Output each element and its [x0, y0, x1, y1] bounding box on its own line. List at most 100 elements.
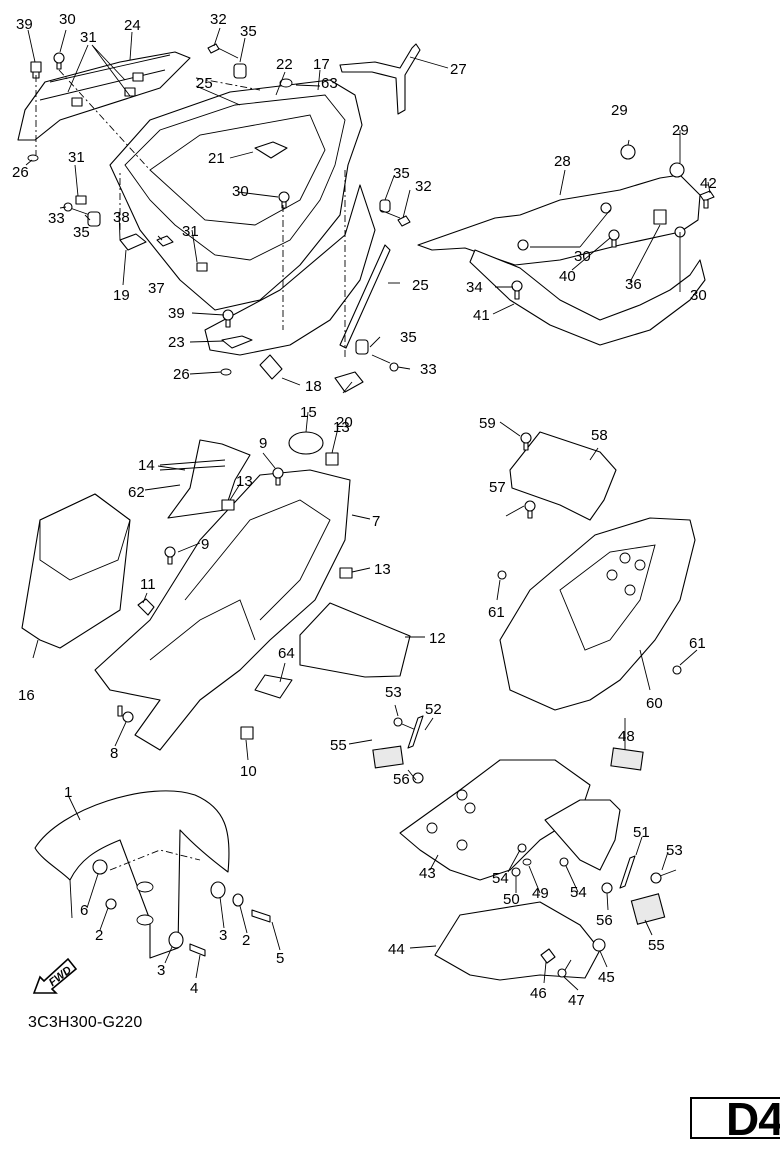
callout: 33 [420, 361, 437, 378]
callout: 36 [625, 276, 642, 293]
bracket-58 [509, 431, 617, 521]
callout: 9 [259, 435, 267, 452]
callout: 57 [489, 479, 506, 496]
callout: 46 [530, 985, 547, 1002]
callout: 2 [95, 927, 103, 944]
callout: 15 [300, 404, 317, 421]
callout: 25 [412, 277, 429, 294]
forward-direction-arrow: FWD [30, 955, 80, 1002]
callout: 35 [240, 23, 257, 40]
callout: 22 [276, 56, 293, 73]
callout: 48 [618, 728, 635, 745]
callout: 32 [415, 178, 432, 195]
callout: 53 [666, 842, 683, 859]
callout: 30 [690, 287, 707, 304]
callout: 61 [488, 604, 505, 621]
callout: 13 [374, 561, 391, 578]
callout: 52 [425, 701, 442, 718]
callout: 56 [596, 912, 613, 929]
callout: 54 [570, 884, 587, 901]
rear-fender-43 [399, 759, 591, 881]
callout: 30 [59, 11, 76, 28]
callout: 3 [157, 962, 165, 979]
flap-12 [299, 602, 411, 678]
callout: 20 [336, 414, 353, 431]
callout: 19 [113, 287, 130, 304]
callout: 39 [16, 16, 33, 33]
callout: 51 [633, 824, 650, 841]
callout: 33 [48, 210, 65, 227]
tail-part [544, 799, 621, 871]
callout: 35 [400, 329, 417, 346]
dash-lines-top [35, 69, 346, 360]
callout: 54 [492, 870, 509, 887]
callout: 31 [68, 149, 85, 166]
trim-strip-25 [339, 244, 391, 349]
callout: 8 [110, 745, 118, 762]
callout: 27 [450, 61, 467, 78]
callout: 16 [18, 687, 35, 704]
callout: 62 [128, 484, 145, 501]
callout: 44 [388, 941, 405, 958]
callout: 26 [173, 366, 190, 383]
callout: 30 [574, 248, 591, 265]
callout: 7 [372, 513, 380, 530]
rear-frame-stay-28 [417, 144, 715, 346]
callout: 10 [240, 763, 257, 780]
callout: 31 [182, 223, 199, 240]
callout: 26 [12, 164, 29, 181]
callout: 31 [80, 29, 97, 46]
callout: 29 [672, 122, 689, 139]
callout: 6 [80, 902, 88, 919]
callout: 5 [276, 950, 284, 967]
callout: 63 [321, 75, 338, 92]
callout: 42 [700, 175, 717, 192]
dash-lines-bottom [109, 849, 201, 871]
callout: 40 [559, 268, 576, 285]
callout: 35 [73, 224, 90, 241]
illustration-code: 3C3H300-G220 [28, 1014, 143, 1031]
callout: 2 [242, 932, 250, 949]
callout: 13 [333, 419, 350, 436]
callout: 64 [278, 645, 295, 662]
leader-lines [25, 27, 711, 991]
callout: 14 [138, 457, 155, 474]
pad-64 [254, 674, 293, 699]
callout: 13 [236, 473, 253, 490]
callout: 41 [473, 307, 490, 324]
callout: 53 [385, 684, 402, 701]
front-fender-1 [34, 790, 271, 959]
tail-light-bracket-27 [339, 43, 421, 115]
reflector-55 [372, 745, 666, 925]
callout: 30 [232, 183, 249, 200]
callout: 47 [568, 992, 585, 1009]
callout: 21 [208, 150, 225, 167]
callout: 17 [313, 56, 330, 73]
callout: 49 [532, 885, 549, 902]
callout: 11 [140, 576, 156, 593]
side-cover-lower [204, 184, 376, 356]
callout: 29 [611, 102, 628, 119]
callout: 34 [466, 279, 483, 296]
callout: 45 [598, 969, 615, 986]
callout: 32 [210, 11, 227, 28]
callout: 25 [196, 75, 213, 92]
callout: 56 [393, 771, 410, 788]
battery-box-16 [21, 493, 131, 649]
callout: 9 [201, 536, 209, 553]
license-bracket-44 [434, 901, 601, 981]
small-parts [27, 43, 411, 393]
callout: 12 [429, 630, 446, 647]
callout: 18 [305, 378, 322, 395]
callout: 24 [124, 17, 141, 34]
rear-fender-frame-7 [94, 469, 351, 751]
page-label-box: D4 [690, 1093, 780, 1145]
callout: 4 [190, 980, 198, 997]
callout: 35 [393, 165, 410, 182]
small-parts-bottom [393, 715, 677, 978]
callout: 39 [168, 305, 185, 322]
callout-labels: 39 30 31 24 32 35 22 17 63 27 25 21 26 3… [12, 11, 717, 1009]
callout: 58 [591, 427, 608, 444]
strap-14-62 [159, 439, 251, 519]
